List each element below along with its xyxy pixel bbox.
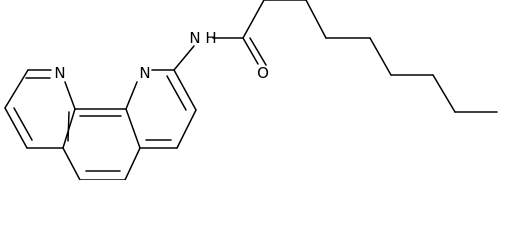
bond xyxy=(369,37,392,76)
bond xyxy=(305,0,327,39)
molecule-diagram: N N N H O xyxy=(4,0,498,180)
atom-label-carbonyl-oxygen: O xyxy=(257,64,269,82)
bond xyxy=(173,69,197,111)
bond xyxy=(249,37,267,66)
bond xyxy=(125,108,141,149)
bond xyxy=(166,75,187,111)
atom-label-nitrogen-middle: N xyxy=(139,64,150,82)
bond xyxy=(4,69,29,109)
bond xyxy=(13,107,33,141)
bond xyxy=(242,0,265,39)
molecule-svg: N N N H O xyxy=(4,0,498,180)
bond xyxy=(176,109,197,149)
bond xyxy=(173,45,195,71)
bond xyxy=(125,81,138,110)
atom-label-nitrogen-left: N xyxy=(54,64,65,82)
bond xyxy=(4,107,28,149)
bond xyxy=(124,147,141,180)
bond xyxy=(242,37,259,65)
bond xyxy=(432,74,456,113)
bond xyxy=(64,81,76,110)
bond xyxy=(67,111,70,142)
atom-label-amide-nh: N H xyxy=(189,29,216,47)
bond xyxy=(62,147,81,180)
